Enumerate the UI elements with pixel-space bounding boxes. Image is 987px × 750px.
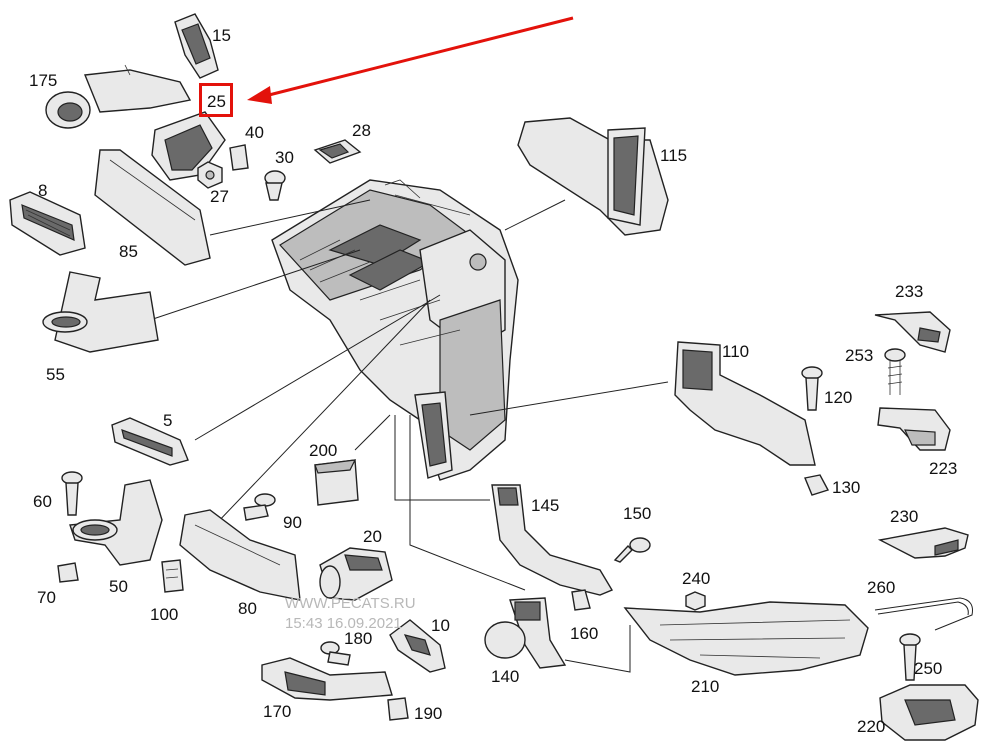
label-175: 175 [29, 71, 58, 90]
watermark-site: WWW.PECATS.RU [285, 595, 416, 612]
part-85-duct [94, 149, 211, 266]
part-210-duct [623, 601, 869, 676]
part-40-clip [229, 144, 249, 171]
label-180: 180 [344, 629, 373, 648]
part-130-clip [804, 474, 830, 496]
label-5: 5 [163, 411, 173, 430]
label-70: 70 [37, 588, 56, 607]
part-175 [45, 64, 192, 129]
part-27-clip [197, 161, 223, 189]
label-145: 145 [531, 496, 560, 515]
label-30: 30 [275, 148, 294, 167]
label-8: 8 [38, 181, 48, 200]
label-230: 230 [890, 507, 919, 526]
part-90-screw [243, 493, 276, 521]
label-25: 25 [207, 92, 226, 111]
highlight-box [199, 83, 233, 117]
highlight-arrow [247, 16, 574, 104]
label-240: 240 [682, 569, 711, 588]
watermark-timestamp: 15:43 16.09.2021 [285, 615, 402, 632]
part-233-cover [874, 311, 951, 353]
part-8-vent [9, 191, 86, 256]
label-170: 170 [263, 702, 292, 721]
part-220-housing [879, 684, 979, 741]
label-60: 60 [33, 492, 52, 511]
label-20: 20 [363, 527, 382, 546]
part-230-cover [877, 527, 969, 559]
part-200-block [314, 459, 359, 506]
hvac-housing-main [271, 179, 519, 481]
label-260: 260 [867, 578, 896, 597]
label-115: 115 [660, 146, 688, 165]
part-100-clip [161, 559, 184, 593]
part-260-seal [874, 597, 973, 631]
label-120: 120 [824, 388, 853, 407]
label-90: 90 [283, 513, 302, 532]
part-120-screw [801, 366, 823, 411]
part-70-clip [57, 562, 79, 583]
part-223-bracket [877, 407, 951, 451]
leader-lines [149, 199, 669, 673]
part-60-screw [61, 471, 83, 516]
label-223: 223 [929, 459, 958, 478]
label-100: 100 [150, 605, 179, 624]
part-115-duct [517, 117, 669, 236]
part-30-screw [264, 170, 286, 201]
part-5-vent [111, 417, 189, 466]
label-10: 10 [431, 616, 450, 635]
label-110: 110 [722, 342, 750, 361]
label-190: 190 [414, 704, 443, 723]
label-150: 150 [623, 504, 652, 523]
label-15: 15 [212, 26, 231, 45]
part-160-clip [571, 589, 591, 611]
part-253-screw [884, 348, 906, 395]
label-160: 160 [570, 624, 599, 643]
part-150-screw [613, 537, 651, 563]
label-27: 27 [210, 187, 229, 206]
part-28-bracket [313, 139, 362, 164]
part-145-duct [491, 484, 614, 596]
label-55: 55 [46, 365, 65, 384]
label-220: 220 [857, 717, 886, 736]
label-40: 40 [245, 123, 264, 142]
label-130: 130 [832, 478, 861, 497]
label-80: 80 [238, 599, 257, 618]
part-170-duct [261, 657, 393, 701]
label-28: 28 [352, 121, 371, 140]
label-250: 250 [914, 659, 943, 678]
label-85: 85 [119, 242, 138, 261]
label-233: 233 [895, 282, 924, 301]
part-15 [174, 13, 219, 79]
part-140-duct [484, 597, 567, 669]
label-210: 210 [691, 677, 720, 696]
part-190-clip [387, 697, 409, 721]
label-253: 253 [845, 346, 874, 365]
part-50-duct [69, 479, 163, 566]
part-20-vent [319, 547, 393, 601]
label-140: 140 [491, 667, 520, 686]
part-10-bracket [389, 619, 446, 673]
part-240-nut [685, 591, 706, 611]
part-110-duct [674, 341, 816, 466]
part-180-screw [320, 641, 351, 666]
part-80-duct [179, 509, 301, 601]
label-50: 50 [109, 577, 128, 596]
label-200: 200 [309, 441, 338, 460]
part-250-screw [899, 633, 921, 681]
part-55-duct [42, 271, 159, 353]
